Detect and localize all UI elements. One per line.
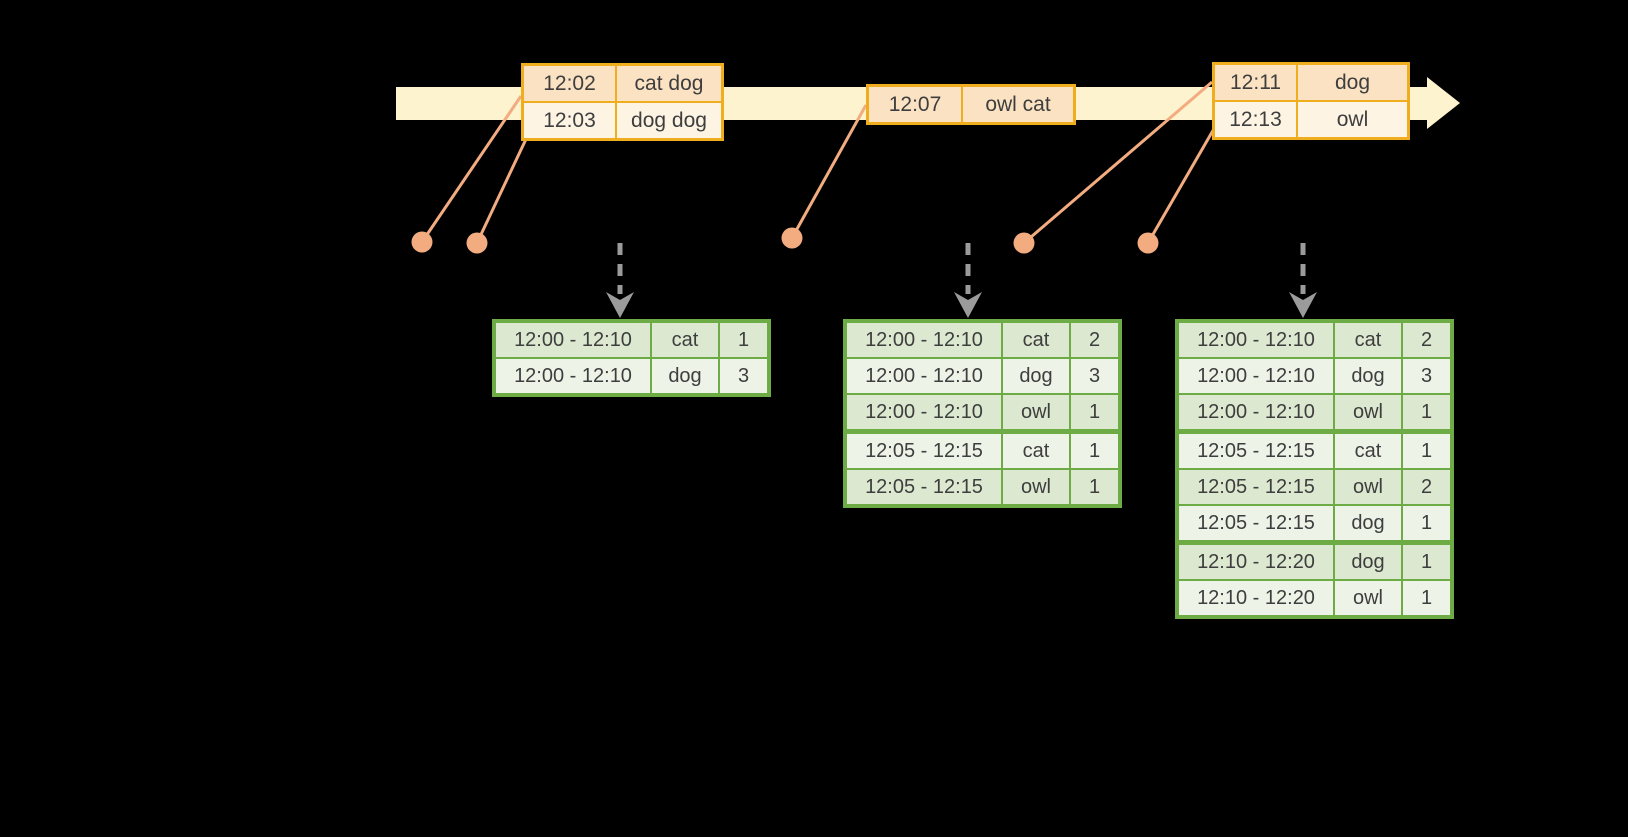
event-leader-line — [790, 104, 868, 239]
result-count-cell: 1 — [1401, 540, 1453, 581]
result-window-cell: 12:05 - 12:15 — [1176, 504, 1335, 544]
result-count-cell: 1 — [1401, 579, 1453, 618]
event-words-cell: owl cat — [961, 84, 1076, 125]
result-window-cell: 12:05 - 12:15 — [1176, 468, 1335, 506]
event-dot — [1137, 232, 1159, 254]
result-window-cell: 12:10 - 12:20 — [1176, 579, 1335, 618]
result-count-cell: 1 — [1069, 429, 1121, 470]
result-count-cell: 3 — [1069, 357, 1121, 395]
event-time-cell: 12:07 — [866, 84, 963, 125]
result-count-cell: 1 — [1069, 468, 1121, 507]
result-count-cell: 2 — [1401, 468, 1453, 506]
result-word-cell: owl — [1333, 468, 1403, 506]
event-dot — [1013, 232, 1035, 254]
result-word-cell: cat — [650, 320, 720, 359]
event-dot — [411, 231, 433, 253]
result-count-cell: 1 — [718, 320, 770, 359]
result-word-cell: owl — [1001, 468, 1071, 507]
timeline-arrowhead-icon — [1427, 77, 1460, 129]
result-count-cell: 1 — [1069, 393, 1121, 433]
event-words-cell: dog dog — [615, 101, 724, 141]
trigger-arrow — [1289, 243, 1317, 318]
event-words-cell: cat dog — [615, 63, 724, 103]
result-window-cell: 12:00 - 12:10 — [1176, 320, 1335, 359]
result-window-cell: 12:10 - 12:20 — [1176, 540, 1335, 581]
result-window-cell: 12:00 - 12:10 — [844, 320, 1003, 359]
result-count-cell: 1 — [1401, 429, 1453, 470]
result-window-cell: 12:00 - 12:10 — [1176, 357, 1335, 395]
result-count-cell: 2 — [1401, 320, 1453, 359]
event-leader-line — [1023, 80, 1213, 245]
result-word-cell: cat — [1001, 429, 1071, 470]
result-count-cell: 1 — [1401, 504, 1453, 544]
result-window-cell: 12:05 - 12:15 — [1176, 429, 1335, 470]
result-word-cell: dog — [1333, 540, 1403, 581]
result-window-cell: 12:05 - 12:15 — [844, 468, 1003, 507]
event-time-cell: 12:02 — [521, 63, 617, 103]
result-window-cell: 12:05 - 12:15 — [844, 429, 1003, 470]
result-count-cell: 3 — [718, 357, 770, 396]
event-time-cell: 12:13 — [1212, 100, 1298, 140]
result-word-cell: dog — [1333, 504, 1403, 544]
event-leader-line — [1146, 126, 1217, 244]
trigger-arrow — [954, 243, 982, 318]
arrow-down-icon — [954, 292, 982, 318]
trigger-arrow — [606, 243, 634, 318]
event-leader-line — [475, 136, 529, 244]
result-word-cell: dog — [1333, 357, 1403, 395]
result-word-cell: dog — [650, 357, 720, 396]
result-window-cell: 12:00 - 12:10 — [493, 357, 652, 396]
result-count-cell: 3 — [1401, 357, 1453, 395]
result-window-cell: 12:00 - 12:10 — [844, 357, 1003, 395]
result-word-cell: cat — [1333, 320, 1403, 359]
result-count-cell: 2 — [1069, 320, 1121, 359]
result-word-cell: cat — [1001, 320, 1071, 359]
result-window-cell: 12:00 - 12:10 — [844, 393, 1003, 433]
arrow-down-icon — [1289, 292, 1317, 318]
event-words-cell: owl — [1296, 100, 1410, 140]
result-window-cell: 12:00 - 12:10 — [493, 320, 652, 359]
result-window-cell: 12:00 - 12:10 — [1176, 393, 1335, 433]
result-word-cell: owl — [1333, 579, 1403, 618]
arrow-down-icon — [606, 292, 634, 318]
event-dot — [466, 232, 488, 254]
result-word-cell: cat — [1333, 429, 1403, 470]
result-count-cell: 1 — [1401, 393, 1453, 433]
event-leader-line — [420, 95, 523, 243]
result-word-cell: owl — [1001, 393, 1071, 433]
event-dot — [781, 227, 803, 249]
result-word-cell: dog — [1001, 357, 1071, 395]
event-words-cell: dog — [1296, 62, 1410, 102]
event-time-cell: 12:03 — [521, 101, 617, 141]
event-time-cell: 12:11 — [1212, 62, 1298, 102]
result-word-cell: owl — [1333, 393, 1403, 433]
